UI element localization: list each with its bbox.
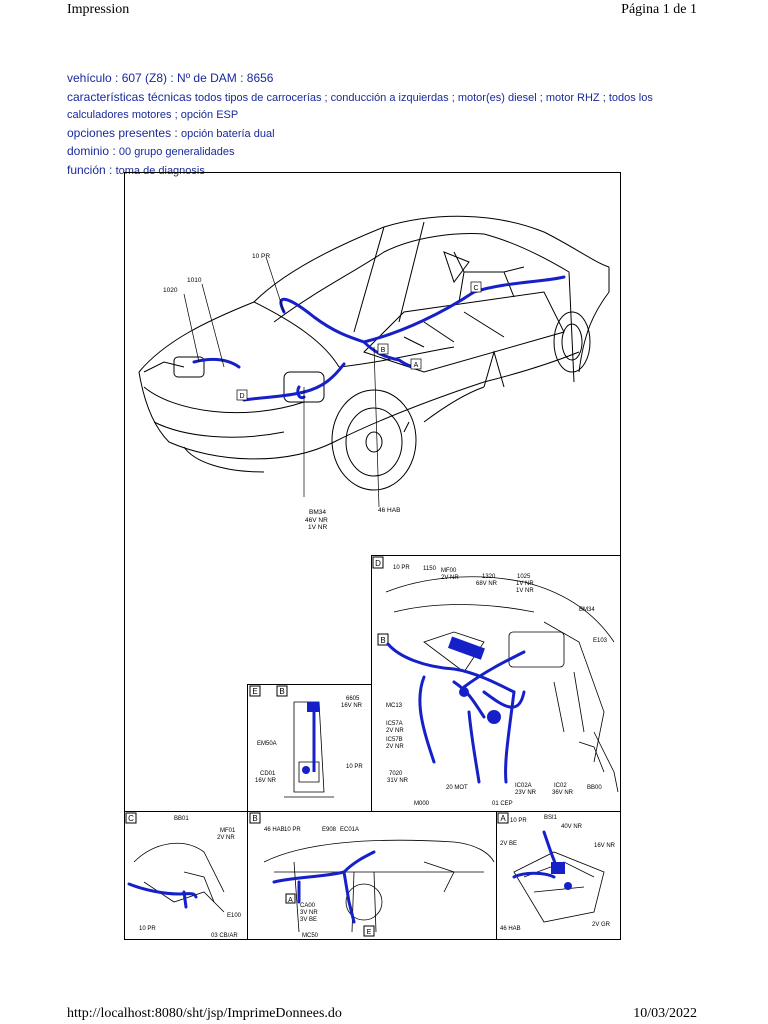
b-lbl-5: 3V NR (300, 910, 318, 916)
e-lbl-5: 16V NR (255, 778, 277, 784)
panel-c-tag: C (128, 814, 134, 823)
d-lbl-19: 20 MOT (446, 785, 468, 791)
d-lbl-17: 31V NR (387, 778, 409, 784)
a-lbl-6: 2V GR (592, 922, 611, 928)
a-lbl-1: BSI1 (544, 815, 558, 821)
e-lbl-1: 16V NR (341, 703, 363, 709)
main-label-46hab: 46 HAB (378, 507, 400, 514)
d-lbl-24: 36V NR (552, 790, 574, 796)
a-lbl-5: 46 HAB (500, 926, 521, 932)
b-lbl-3: EC01A (340, 827, 359, 833)
panel-b-tag: B (252, 814, 257, 823)
panel-e: E B 6605 16V NR EM50A 10 PR CD01 16V NR (247, 684, 372, 812)
main-label-10pr: 10 PR (252, 253, 270, 260)
d-lbl-23: IC02 (554, 783, 567, 789)
a-lbl-3: 2V BE (500, 841, 517, 847)
vehicle-line: vehículo : 607 (Z8) : Nº de DAM : 8656 (67, 71, 274, 85)
tech-value-1: todos tipos de carrocerías ; conducción … (194, 91, 653, 104)
main-label-1v: 1V NR (308, 524, 327, 531)
function-label: función : (67, 162, 113, 177)
b-lbl-7: MC50 (302, 933, 319, 939)
d-lbl-25: BB00 (587, 785, 602, 791)
e-lbl-3: 10 PR (346, 764, 363, 770)
a-lbl-2: 40V NR (561, 824, 583, 830)
b-lbl-2: E908 (322, 827, 337, 833)
panel-b-marker-e: E (367, 929, 372, 936)
marker-a: A (414, 362, 419, 369)
c-lbl-1: MF01 (220, 828, 236, 834)
print-date: 10/03/2022 (633, 1006, 697, 1021)
e-lbl-2: EM50A (257, 741, 277, 747)
main-label-1020: 1020 (163, 287, 178, 294)
d-lbl-5: 68V NR (476, 581, 498, 587)
function-value: toma de diagnosis (115, 164, 205, 177)
panel-c: C BB01 MF01 2V NR 10 PR E100 03 CB/AR (124, 811, 248, 940)
d-lbl-1: 1150 (423, 566, 437, 572)
print-header-title: Impression (67, 2, 130, 17)
main-label-46v: 46V NR (305, 517, 328, 524)
d-lbl-16: 7020 (389, 771, 403, 777)
panel-d: D B 10 PR 1150 MF00 2V (371, 555, 621, 812)
tech-value-2: calculadores motores ; opción ESP (67, 109, 239, 121)
c-lbl-0: BB01 (174, 816, 189, 822)
main-label-1010: 1010 (187, 277, 202, 284)
d-lbl-20: 01 CEP (492, 801, 513, 807)
d-lbl-18: M000 (414, 801, 430, 807)
d-lbl-2: MF00 (441, 568, 457, 574)
d-lbl-22: 23V NR (515, 790, 537, 796)
a-lbl-0: 10 PR (510, 818, 527, 824)
domain-label: dominio : (67, 144, 116, 158)
d-lbl-13: 2V NR (386, 728, 404, 734)
e-lbl-0: 6605 (346, 696, 360, 702)
marker-b: B (381, 347, 386, 354)
panel-e-marker-b: B (279, 687, 284, 696)
c-lbl-2: 2V NR (217, 835, 235, 841)
d-lbl-14: IC57B (386, 737, 403, 743)
d-lbl-0: 10 PR (393, 565, 410, 571)
domain-value: 00 grupo generalidades (118, 146, 235, 158)
c-lbl-3: 10 PR (139, 926, 156, 932)
b-lbl-0: 46 HAB (264, 827, 285, 833)
d-lbl-7: 1V NR (516, 581, 534, 587)
panel-a: A 10 PR BSI1 40V NR 2V BE 16V NR 46 HAB … (496, 811, 621, 940)
tech-label: características técnicas (67, 89, 192, 104)
d-lbl-6: 1025 (517, 574, 531, 580)
panel-b-marker-a: A (288, 897, 293, 904)
d-lbl-15: 2V NR (386, 744, 404, 750)
d-lbl-11: MC13 (386, 703, 403, 709)
d-lbl-8: 1V NR (516, 588, 534, 594)
d-lbl-4: 1320 (482, 574, 496, 580)
a-lbl-4: 16V NR (594, 843, 616, 849)
panel-d-marker-b: B (380, 636, 385, 645)
print-url: http://localhost:8080/sht/jsp/ImprimeDon… (67, 1006, 342, 1021)
vehicle-info: vehículo : 607 (Z8) : Nº de DAM : 8656 c… (67, 70, 707, 180)
b-lbl-4: CA00 (300, 903, 316, 909)
c-lbl-5: 03 CB/AR (211, 933, 238, 939)
panel-a-tag: A (500, 814, 506, 823)
d-lbl-9: BM34 (579, 607, 595, 613)
d-lbl-3: 2V NR (441, 575, 459, 581)
b-lbl-6: 3V BE (300, 917, 317, 923)
marker-c: C (473, 285, 478, 292)
c-lbl-4: E100 (227, 913, 242, 919)
options-label: opciones presentes : (67, 125, 178, 140)
b-lbl-1: 10 PR (284, 827, 301, 833)
page-number: Página 1 de 1 (621, 2, 697, 17)
marker-d: D (239, 393, 244, 400)
panel-d-tag: D (375, 559, 381, 568)
panel-e-tag: E (252, 687, 257, 696)
car-outline (138, 215, 610, 491)
d-lbl-12: IC57A (386, 721, 403, 727)
panel-b: B A E 46 HAB 10 PR E908 EC01A CA00 3V NR… (247, 811, 497, 940)
d-lbl-21: IC02A (515, 783, 532, 789)
d-lbl-10: E103 (593, 638, 608, 644)
wiring-diagram: 10 PR 1010 1020 BM34 46V NR 1V NR 46 HAB… (124, 172, 621, 940)
main-label-bm34: BM34 (309, 509, 326, 516)
options-value: opción batería dual (180, 127, 275, 140)
e-lbl-4: CD01 (260, 771, 276, 777)
harness-main (192, 275, 566, 402)
